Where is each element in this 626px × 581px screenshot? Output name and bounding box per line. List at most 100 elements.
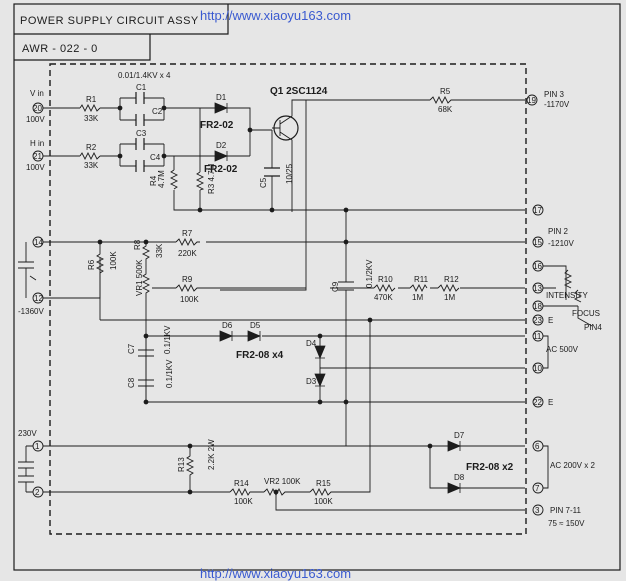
r15-label: R15	[316, 479, 331, 488]
fr4-part: FR2-08 x4	[236, 350, 284, 361]
r6-resistor	[95, 242, 105, 320]
d4-label: D4	[306, 339, 317, 348]
title-text: POWER SUPPLY CIRCUIT ASSY	[20, 15, 199, 27]
r5-value: 68K	[438, 105, 453, 114]
svg-text:20: 20	[33, 104, 42, 113]
pin-17: 17	[532, 204, 544, 216]
svg-text:10: 10	[533, 364, 542, 373]
r13-resistor	[185, 446, 195, 492]
r2-resistor	[79, 151, 101, 161]
svg-text:100V: 100V	[26, 115, 45, 124]
d2-part: FR2-02	[204, 164, 238, 175]
pin4-label: PIN4	[584, 323, 602, 332]
d2-label: D2	[216, 141, 227, 150]
d8-diode	[447, 482, 462, 494]
svg-text:1: 1	[35, 442, 40, 451]
c7-label: C7	[127, 343, 136, 354]
external-cap-1-2	[18, 445, 34, 493]
c9-value: 0.1/2KV	[365, 259, 374, 288]
outer-frame	[13, 3, 621, 571]
r12-value: 1M	[444, 293, 455, 302]
svg-text:15: 15	[533, 238, 542, 247]
c8-label: C8	[127, 377, 136, 388]
svg-text:3: 3	[535, 506, 540, 515]
r3-label: R3 4.7M	[207, 163, 216, 194]
c3-c4-capacitors	[135, 138, 145, 172]
svg-text:PIN 2: PIN 2	[548, 227, 569, 236]
r7-resistor	[175, 237, 200, 247]
r14-value: 100K	[234, 497, 253, 506]
r8-vr1	[141, 242, 151, 402]
intensity-label: INTENSITY	[546, 291, 588, 300]
r2-label: R2	[86, 143, 97, 152]
junction-dots	[97, 105, 433, 495]
svg-text:-1360V: -1360V	[18, 307, 44, 316]
pin-19: 19 PIN 3 -1170V	[526, 90, 570, 109]
d4-diode	[314, 345, 326, 360]
r15-resistor	[309, 320, 371, 497]
svg-text:PIN 7-11: PIN 7-11	[550, 506, 582, 515]
focus-label: FOCUS	[572, 309, 600, 318]
svg-text:6: 6	[535, 442, 540, 451]
d5-label: D5	[250, 321, 261, 330]
svg-text:V in: V in	[30, 89, 44, 98]
svg-text:7: 7	[535, 484, 540, 493]
r9-resistor	[175, 283, 306, 293]
svg-text:16: 16	[533, 262, 542, 271]
c4-label: C4	[150, 153, 161, 162]
svg-text:22: 22	[533, 398, 542, 407]
r6-value: 100K	[109, 251, 118, 270]
svg-text:19: 19	[527, 96, 536, 105]
c1-c2-capacitors	[135, 92, 145, 126]
svg-text:12: 12	[34, 294, 43, 303]
r1-label: R1	[86, 95, 97, 104]
svg-text:100V: 100V	[26, 163, 45, 172]
intensity-pot	[543, 265, 578, 307]
q1-label: Q1 2SC1124	[270, 86, 328, 97]
r8-value: 33K	[155, 243, 164, 258]
watermark-bottom: http://www.xiaoyu163.com	[200, 566, 351, 581]
svg-text:PIN 3: PIN 3	[544, 90, 565, 99]
c5-capacitor	[264, 167, 280, 177]
c9-label: C9	[331, 281, 340, 292]
svg-text:AC 500V: AC 500V	[546, 345, 579, 354]
r1-value: 33K	[84, 114, 99, 123]
r7-label: R7	[182, 229, 193, 238]
r12-resistor	[437, 283, 460, 293]
svg-text:E: E	[548, 398, 553, 407]
pin-22: 22 E	[532, 396, 553, 408]
d5-diode	[247, 330, 262, 342]
v230-label: 230V	[18, 429, 37, 438]
vr2-label: VR2 100K	[264, 477, 301, 486]
d7-diode	[447, 440, 462, 452]
svg-text:H in: H in	[30, 139, 44, 148]
c8-value: 0.1/1KV	[165, 359, 174, 388]
d6-diode	[219, 330, 234, 342]
d3-diode	[314, 373, 326, 388]
pin-16: 16	[532, 260, 544, 272]
svg-text:21: 21	[33, 152, 42, 161]
c5-value: 10/25	[285, 163, 294, 184]
d7-label: D7	[454, 431, 465, 440]
external-cap-14-12	[18, 242, 37, 298]
d1-label: D1	[216, 93, 227, 102]
part-number: AWR - 022 - 0	[22, 43, 98, 55]
r9-value: 100K	[180, 295, 199, 304]
c2-label: C2	[152, 107, 163, 116]
svg-text:75 ≈ 150V: 75 ≈ 150V	[548, 519, 585, 528]
r8-label: R8	[133, 239, 142, 250]
d6-label: D6	[222, 321, 233, 330]
vr1-label: VR1 500K	[135, 259, 144, 296]
c7-value: 0.1/1KV	[163, 325, 172, 354]
watermark-top: http://www.xiaoyu163.com	[200, 8, 351, 23]
d1-part: FR2-02	[200, 120, 234, 131]
r9-label: R9	[182, 275, 193, 284]
r14-label: R14	[234, 479, 249, 488]
pin-23: 23 E	[532, 314, 553, 326]
r6-label: R6	[87, 259, 96, 270]
r11-value: 1M	[412, 293, 423, 302]
r4-value: 4.7M	[157, 170, 166, 188]
svg-text:11: 11	[533, 332, 542, 341]
